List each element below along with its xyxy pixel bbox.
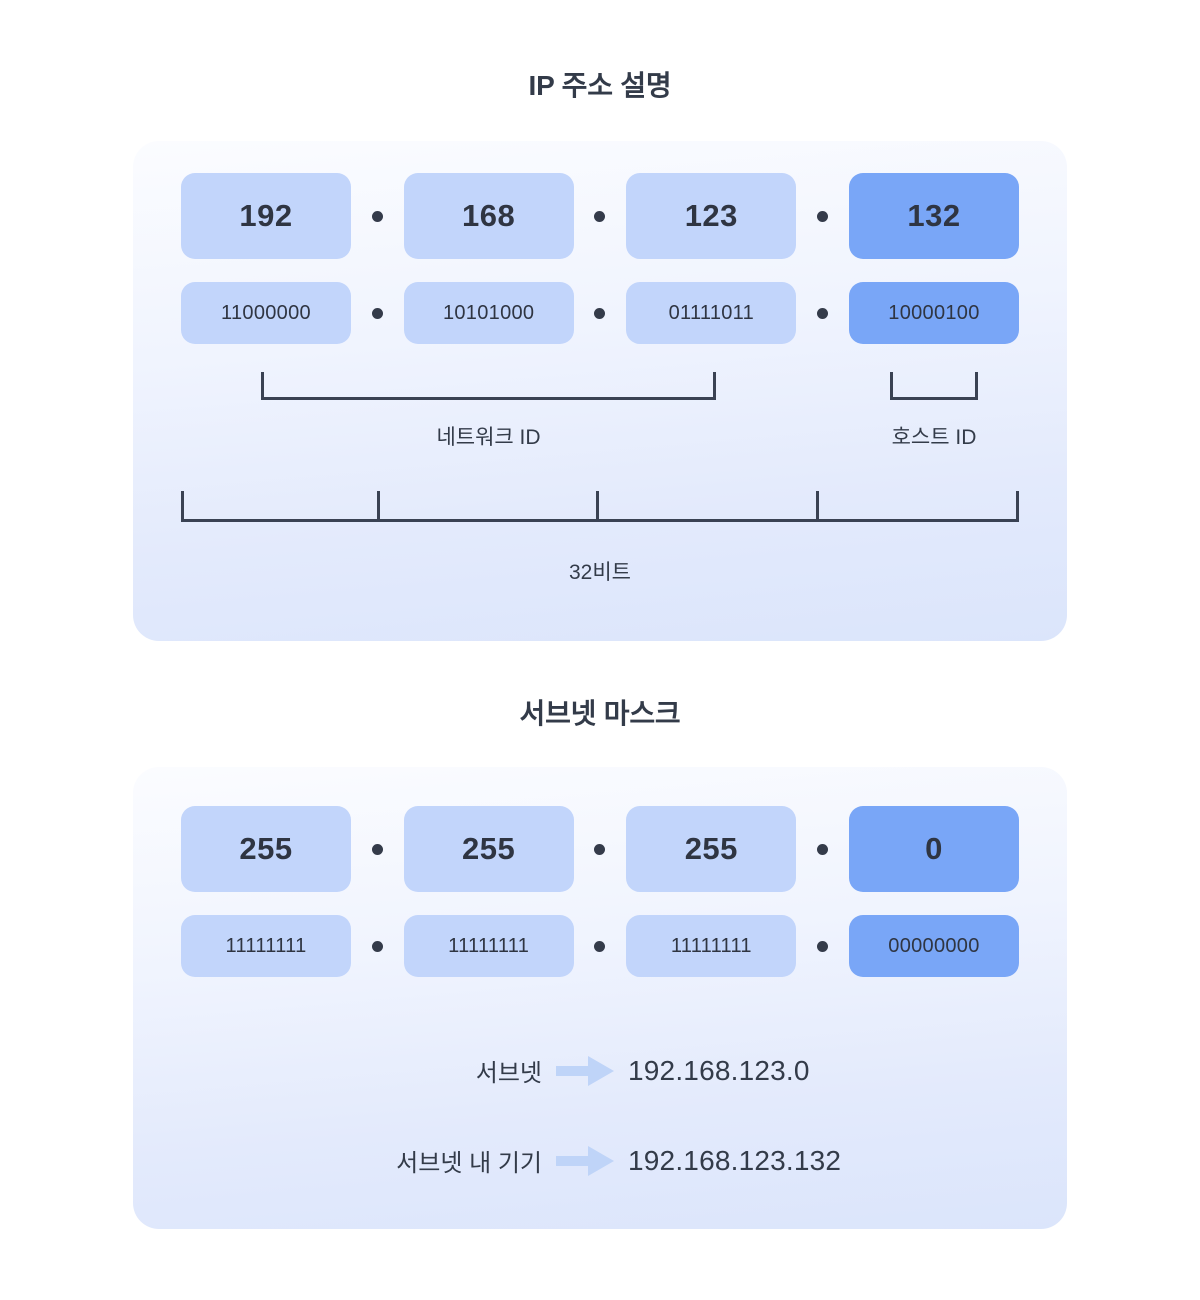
- mask-octet-1-binary-box: 11111111: [403, 915, 574, 977]
- ip-separator-dot-1: [594, 210, 606, 222]
- bit-ruler: [181, 491, 1019, 522]
- ip-binary-octet-row: 11000000 10101000 01111011 10000100: [181, 282, 1019, 344]
- ip-octet-3-binary-cell: 10000100: [848, 282, 1019, 344]
- mask-octet-3-decimal-cell: 0: [848, 806, 1019, 892]
- ip-separator-dot-2: [817, 210, 829, 222]
- ip-octet-3-decimal-cell: 132: [848, 173, 1019, 259]
- ip-octet-3-binary-box: 10000100: [848, 282, 1019, 344]
- ip-octet-0-binary-box: 11000000: [181, 282, 351, 344]
- ip-octet-0-decimal-cell: 192: [181, 173, 351, 259]
- mask-separator-dot-2: [817, 843, 829, 855]
- mask-octet-2-decimal-cell: 255: [626, 806, 797, 892]
- mask-octet-3-binary-box: 00000000: [848, 915, 1019, 977]
- subnet-mask-section-title: 서브넷 마스크: [519, 698, 681, 729]
- ip-octet-2-decimal-cell: 123: [626, 173, 797, 259]
- subnet-mask-panel: 255 255 255 0 11111111 11111111: [133, 767, 1067, 1229]
- ruler-tick-2: [596, 491, 599, 519]
- mask-binary-separator-dot-0: [371, 940, 383, 952]
- ip-section-title: IP 주소 설명: [528, 70, 672, 101]
- mask-binary-separator-dot-1: [594, 940, 606, 952]
- mask-octet-0-decimal-cell: 255: [181, 806, 351, 892]
- ip-octet-2-binary-cell: 01111011: [626, 282, 797, 344]
- device-result-value: 192.168.123.132: [628, 1144, 842, 1176]
- mask-binary-separator-dot-2: [817, 940, 829, 952]
- mask-binary-octet-row: 11111111 11111111 11111111 00000000: [181, 915, 1019, 977]
- device-result-label: 서브넷 내 기기: [396, 1150, 542, 1177]
- network-id-bracket: [261, 372, 716, 400]
- ruler-tick-0: [181, 491, 184, 519]
- ip-octet-2-decimal-box: 123: [626, 173, 797, 259]
- ip-binary-separator-dot-0: [371, 307, 383, 319]
- subnet-result-label: 서브넷: [475, 1060, 542, 1087]
- ip-separator-dot-0: [371, 210, 383, 222]
- arrow-right-icon: [542, 1145, 628, 1176]
- mask-octet-0-decimal-box: 255: [181, 806, 351, 892]
- mask-octet-0-binary-cell: 11111111: [181, 915, 351, 977]
- ip-octet-1-decimal-cell: 168: [403, 173, 574, 259]
- mask-octet-1-decimal-box: 255: [403, 806, 574, 892]
- ip-octet-2-binary-box: 01111011: [626, 282, 797, 344]
- ip-binary-separator-dot-2: [817, 307, 829, 319]
- ruler-tick-1: [377, 491, 380, 519]
- mask-octet-1-binary-cell: 11111111: [403, 915, 574, 977]
- mask-octet-0-binary-box: 11111111: [181, 915, 351, 977]
- ruler-tick-3: [816, 491, 819, 519]
- ip-address-panel: 192 168 123 132 11000000 10101000: [133, 141, 1067, 641]
- ruler-tick-4: [1016, 491, 1019, 519]
- mask-decimal-octet-row: 255 255 255 0: [181, 806, 1019, 892]
- device-result-row: 서브넷 내 기기 192.168.123.132: [133, 1143, 1067, 1178]
- ip-decimal-octet-row: 192 168 123 132: [181, 173, 1019, 259]
- ip-octet-1-decimal-box: 168: [403, 173, 574, 259]
- network-id-label: 네트워크 ID: [436, 426, 541, 449]
- mask-separator-dot-1: [594, 843, 606, 855]
- bit-ruler-label: 32비트: [569, 561, 631, 584]
- ip-octet-1-binary-box: 10101000: [403, 282, 574, 344]
- ip-octet-3-decimal-box: 132: [848, 173, 1019, 259]
- ip-octet-1-binary-cell: 10101000: [403, 282, 574, 344]
- mask-octet-2-decimal-box: 255: [626, 806, 797, 892]
- mask-octet-3-decimal-box: 0: [848, 806, 1019, 892]
- ip-octet-0-decimal-box: 192: [181, 173, 351, 259]
- host-id-label: 호스트 ID: [891, 426, 977, 449]
- ip-octet-0-binary-cell: 11000000: [181, 282, 351, 344]
- ip-binary-separator-dot-1: [594, 307, 606, 319]
- mask-separator-dot-0: [371, 843, 383, 855]
- arrow-right-icon: [542, 1055, 628, 1086]
- mask-octet-1-decimal-cell: 255: [403, 806, 574, 892]
- mask-octet-2-binary-cell: 11111111: [626, 915, 797, 977]
- host-id-bracket: [890, 372, 978, 400]
- mask-octet-2-binary-box: 11111111: [626, 915, 797, 977]
- mask-octet-3-binary-cell: 00000000: [848, 915, 1019, 977]
- subnet-result-value: 192.168.123.0: [628, 1054, 810, 1086]
- subnet-result-row: 서브넷 192.168.123.0: [133, 1053, 1067, 1088]
